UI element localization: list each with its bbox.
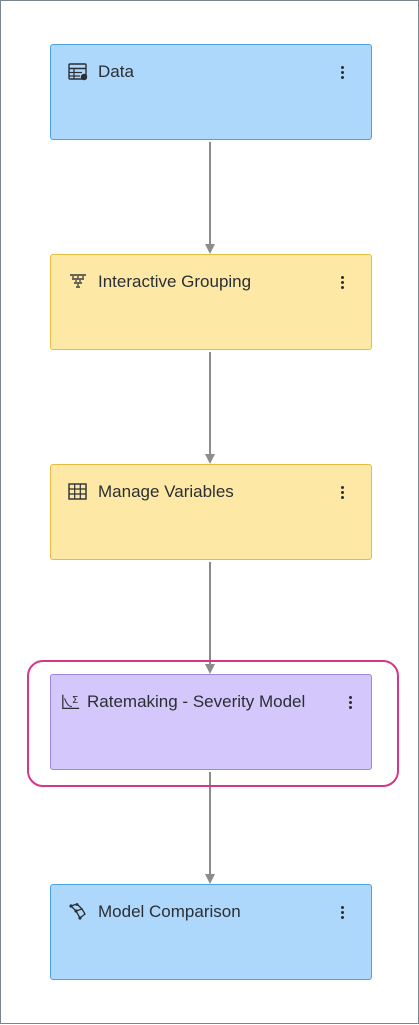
more-options-icon[interactable] — [335, 61, 349, 83]
node-label: Interactive Grouping — [98, 272, 252, 291]
more-options-icon[interactable] — [335, 481, 349, 503]
model-comparison-icon — [69, 903, 86, 920]
funnel-grouping-icon — [70, 274, 86, 288]
node-label: Model Comparison — [98, 902, 241, 921]
data-table-icon — [68, 63, 88, 81]
node-data[interactable]: Data — [50, 44, 372, 140]
more-options-icon[interactable] — [335, 901, 349, 923]
sigma-chart-icon: Σ — [62, 694, 80, 709]
node-model-comparison[interactable]: Model Comparison — [50, 884, 372, 980]
svg-text:Σ: Σ — [72, 695, 78, 706]
node-label: Ratemaking - Severity Model — [87, 692, 306, 711]
node-interactive-grouping[interactable]: Interactive Grouping — [50, 254, 372, 350]
more-options-icon[interactable] — [335, 271, 349, 293]
node-label: Manage Variables — [98, 482, 234, 501]
node-ratemaking-severity-model[interactable]: Σ Ratemaking - Severity Model — [50, 674, 372, 770]
more-options-icon[interactable] — [343, 691, 357, 713]
node-label: Data — [98, 62, 134, 81]
grid-table-icon — [68, 483, 87, 500]
node-manage-variables[interactable]: Manage Variables — [50, 464, 372, 560]
